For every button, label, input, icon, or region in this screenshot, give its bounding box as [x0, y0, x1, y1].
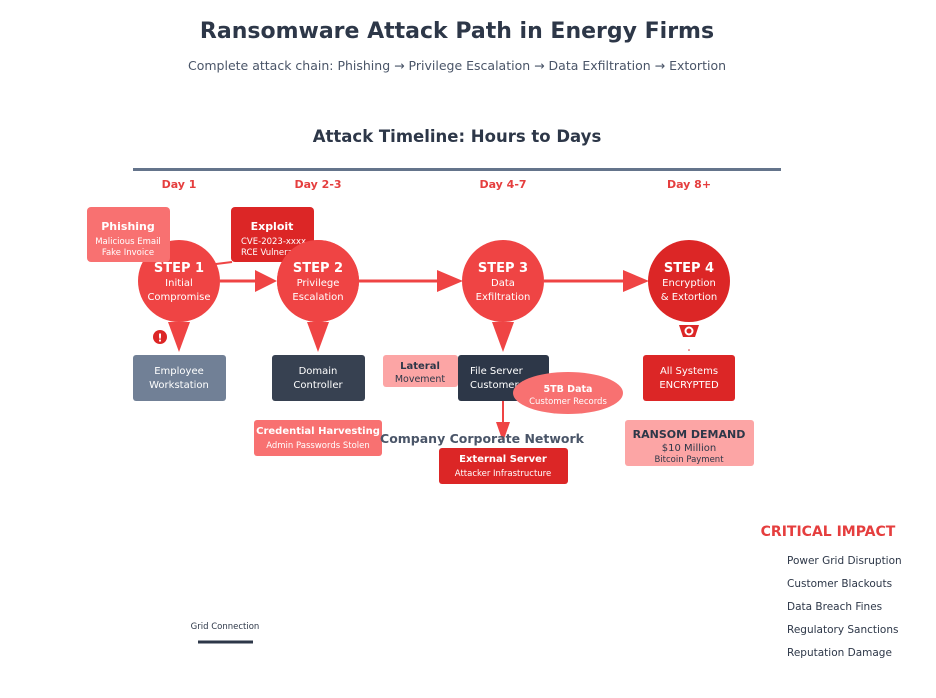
step-4-title: STEP 4 [664, 261, 714, 276]
credential-title: Credential Harvesting [256, 426, 380, 437]
step-3-line2: Exfiltration [476, 292, 531, 303]
stb-ellipse [513, 372, 623, 414]
exploit-line1: CVE-2023-xxxx [241, 237, 306, 247]
phishing-line1: Malicious Email [95, 237, 161, 247]
step-2-overlay: STEP 2 Privilege Escalation [277, 240, 359, 322]
phishing-line2: Fake Invoice [102, 248, 154, 258]
system-label-line2: Workstation [149, 380, 209, 391]
step-1-line1: Initial [165, 278, 193, 289]
legend-label: Grid Connection [191, 622, 260, 632]
credential-box [254, 420, 382, 456]
system-label-line1: Employee [154, 366, 204, 377]
lateral-line1: Movement [395, 374, 446, 385]
system-label-line1: All Systems [660, 366, 718, 377]
impact-item: Regulatory Sanctions [787, 624, 898, 636]
step-1-title: STEP 1 [154, 261, 204, 276]
step-3-circle [462, 240, 544, 322]
step-4-node[interactable]: STEP 4 Encryption & Extortion [648, 240, 730, 322]
step-4-circle [648, 240, 730, 322]
lock-icon [679, 325, 699, 351]
system-box [133, 355, 226, 401]
ransom-line1: Bitcoin Payment [654, 455, 724, 465]
system-label-line2: ENCRYPTED [659, 380, 719, 391]
day-label-2: Day 2-3 [294, 178, 341, 191]
lateral-movement-callout[interactable]: Lateral Movement [383, 355, 458, 387]
stb-line1: Customer Records [529, 397, 607, 407]
system-box [272, 355, 365, 401]
day-label-1: Day 1 [162, 178, 197, 191]
external-line1: Attacker Infrastructure [455, 469, 551, 479]
step-3-line1: Data [491, 278, 515, 289]
lateral-box [383, 355, 458, 387]
step-3-node[interactable]: STEP 3 Data Exfiltration [462, 240, 544, 322]
impact-item: Power Grid Disruption [787, 555, 902, 567]
system-label-line2: Customer DB [470, 380, 536, 391]
svg-text:Escalation: Escalation [292, 292, 343, 303]
network-label: Company Corporate Network [380, 431, 585, 446]
critical-impact-panel: CRITICAL IMPACT Power Grid Disruption Cu… [761, 524, 902, 659]
impact-item: Data Breach Fines [787, 601, 882, 613]
system-all-encrypted[interactable]: All Systems ENCRYPTED [643, 355, 735, 401]
exploit-callout[interactable]: Exploit CVE-2023-xxxx RCE Vulnerability [231, 207, 314, 262]
day-label-3: Day 4-7 [479, 178, 526, 191]
step-connector-3-4 [544, 270, 649, 292]
step-connector-2-3 [359, 270, 463, 292]
step-4-line2: & Extortion [661, 292, 718, 303]
system-box [643, 355, 735, 401]
step-4-line1: Encryption [662, 278, 716, 289]
external-server-callout[interactable]: External Server Attacker Infrastructure [439, 448, 568, 484]
system-domain-controller[interactable]: Domain Controller [272, 355, 365, 401]
system-label-line2: Controller [293, 380, 343, 391]
ransom-amount: $10 Million [662, 443, 716, 454]
phishing-box [87, 207, 170, 262]
timeline-bar [133, 168, 781, 171]
page-title: Ransomware Attack Path in Energy Firms [200, 19, 714, 44]
page-subtitle: Complete attack chain: Phishing → Privil… [188, 58, 726, 73]
down-arrow-2 [307, 322, 329, 352]
impact-title: CRITICAL IMPACT [761, 524, 896, 540]
legend: Grid Connection [191, 622, 260, 644]
system-label-line1: Domain [299, 366, 338, 377]
impact-item: Reputation Damage [787, 647, 892, 659]
step-connector-1-2 [220, 270, 277, 292]
step-3-title: STEP 3 [478, 261, 528, 276]
phishing-callout[interactable]: Phishing Malicious Email Fake Invoice [87, 207, 170, 262]
lateral-title: Lateral [400, 361, 440, 372]
svg-text:STEP 2: STEP 2 [293, 261, 343, 276]
exfil-connector [496, 400, 510, 442]
credential-line1: Admin Passwords Stolen [266, 441, 370, 451]
step-1-line2: Compromise [147, 292, 210, 303]
svg-text:Privilege: Privilege [297, 278, 340, 289]
ransom-box [625, 420, 754, 466]
ransom-demand-callout[interactable]: RANSOM DEMAND $10 Million Bitcoin Paymen… [625, 420, 754, 466]
day-label-4: Day 8+ [667, 178, 711, 191]
down-arrow-1 [168, 322, 190, 352]
phishing-title: Phishing [101, 220, 155, 233]
ransom-title: RANSOM DEMAND [633, 428, 746, 441]
exploit-box [231, 207, 314, 262]
stb-data-callout[interactable]: 5TB Data Customer Records [513, 372, 623, 414]
exploit-line2: RCE Vulnerability [241, 248, 314, 258]
warning-icon: ! [153, 330, 167, 345]
timeline-title: Attack Timeline: Hours to Days [313, 127, 602, 146]
system-label-line1: File Server [470, 366, 524, 377]
system-employee-workstation[interactable]: Employee Workstation [133, 355, 226, 401]
svg-text:!: ! [157, 332, 162, 345]
credential-harvesting-callout[interactable]: Credential Harvesting Admin Passwords St… [254, 420, 382, 456]
down-arrow-3 [492, 322, 514, 352]
stb-title: 5TB Data [544, 384, 593, 395]
exploit-title: Exploit [251, 220, 294, 233]
external-box [439, 448, 568, 484]
external-title: External Server [459, 454, 547, 465]
impact-item: Customer Blackouts [787, 578, 892, 590]
